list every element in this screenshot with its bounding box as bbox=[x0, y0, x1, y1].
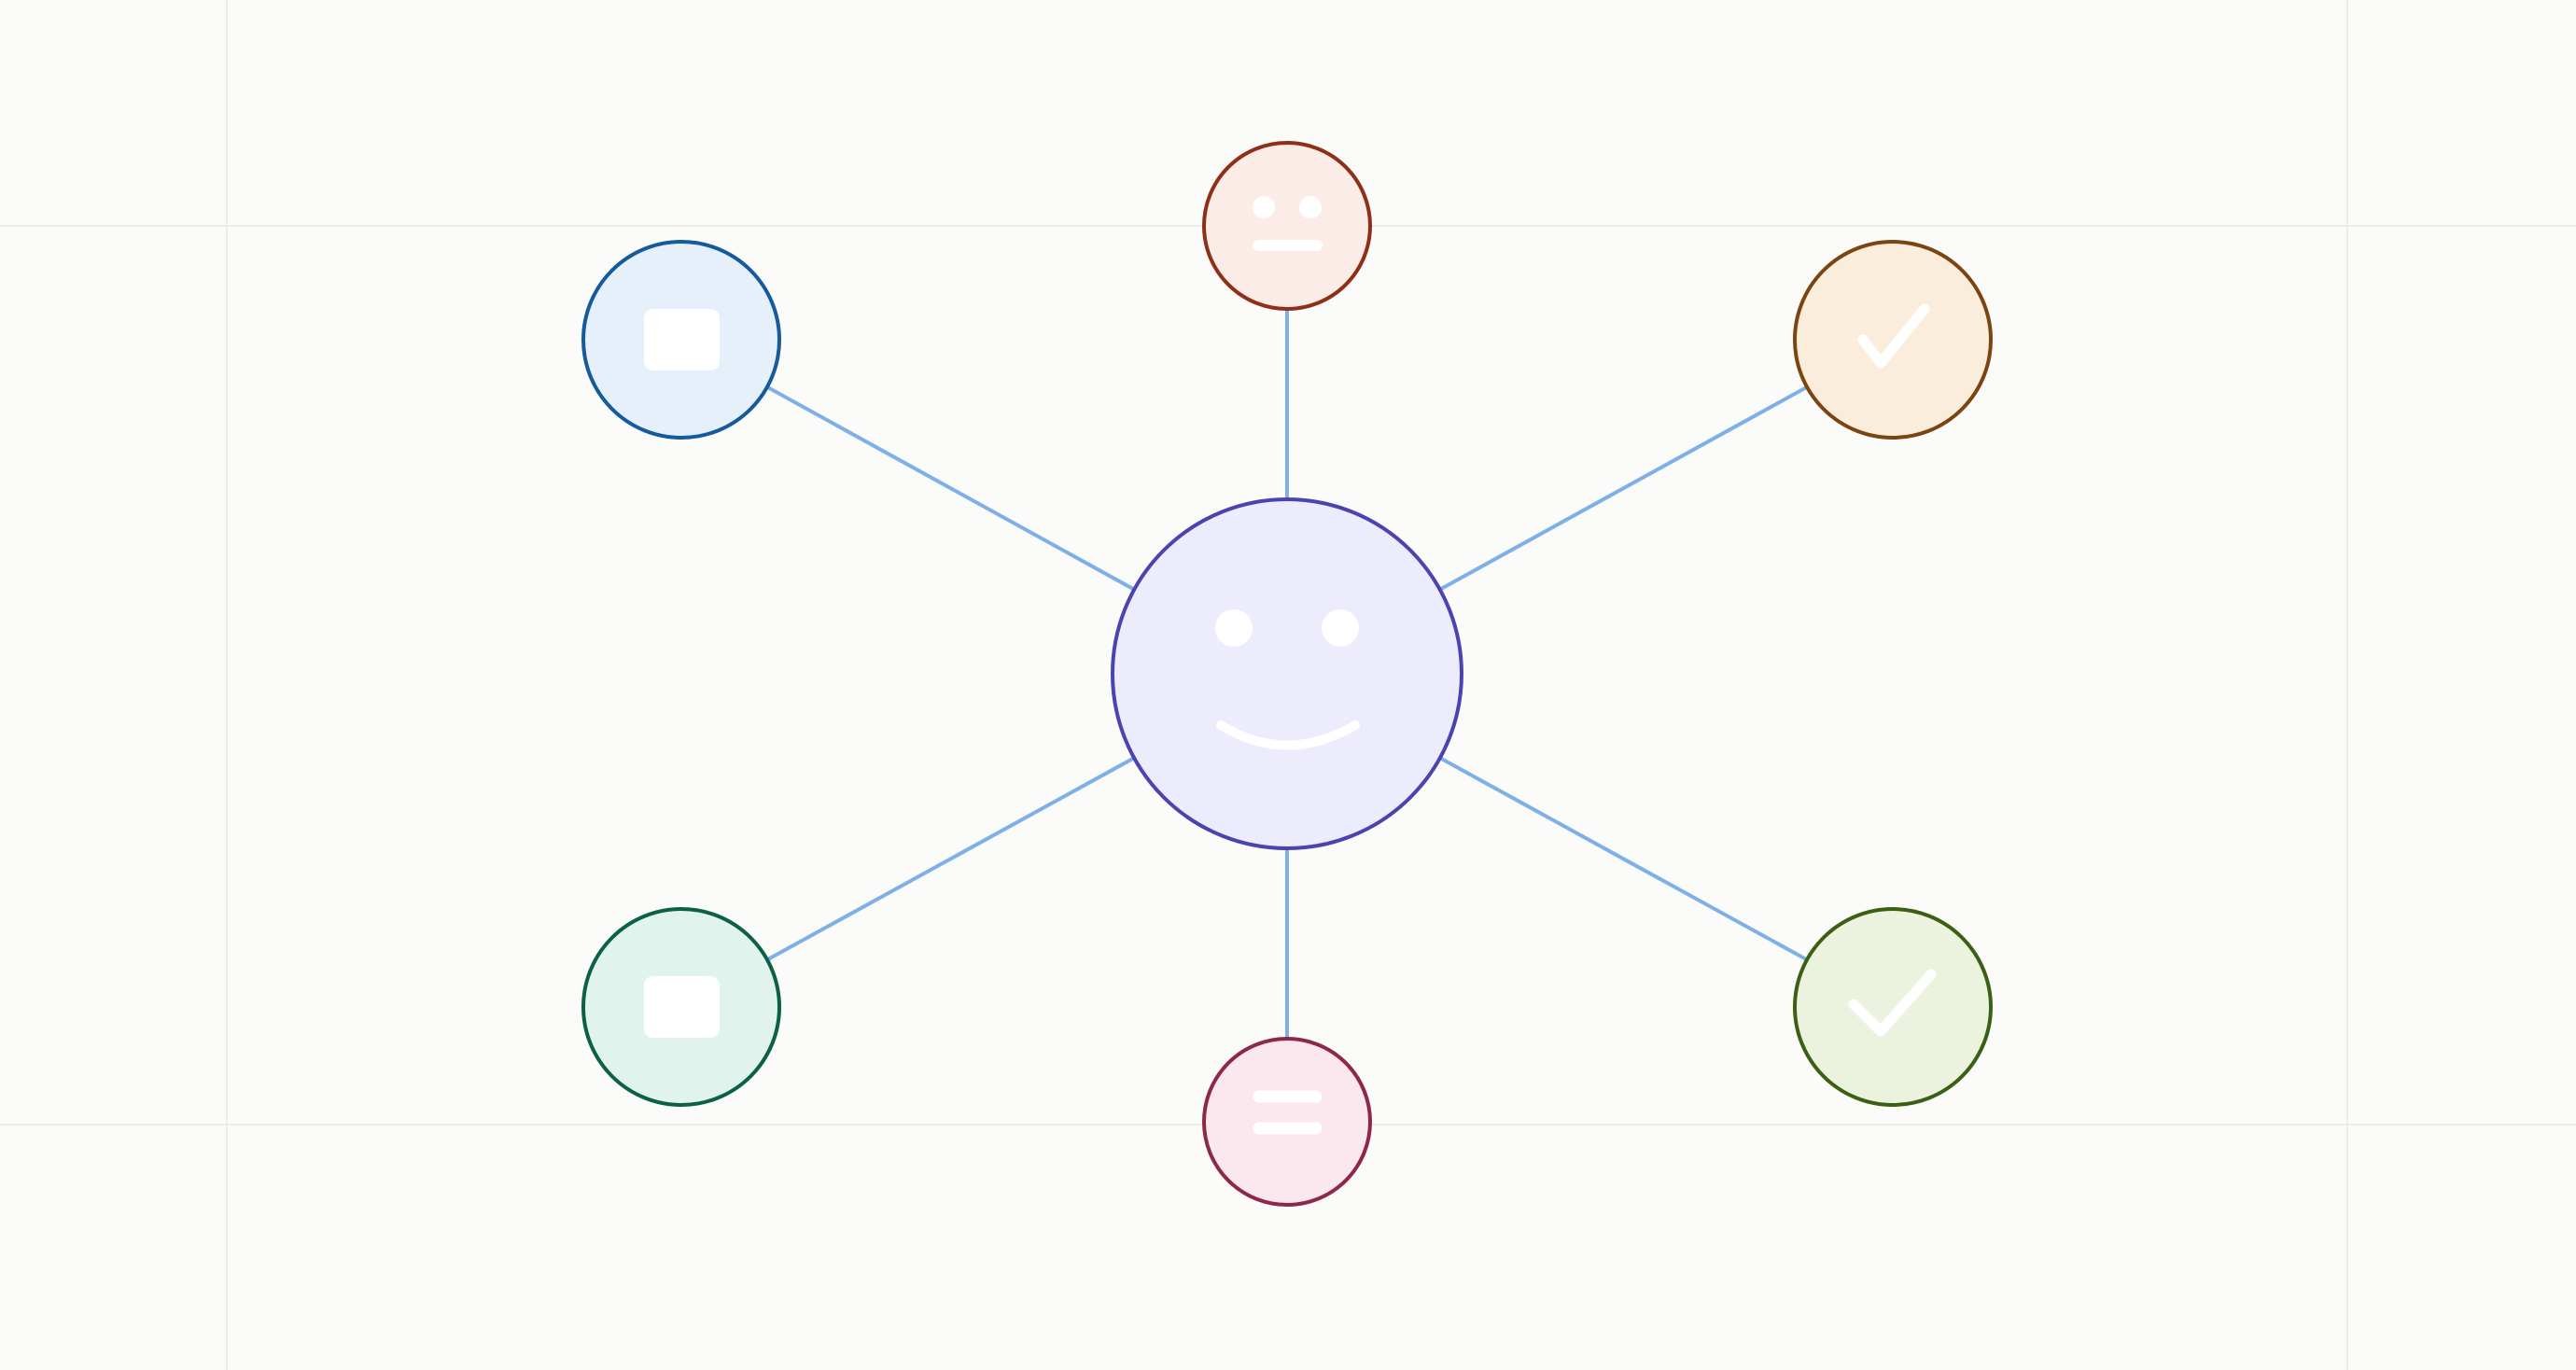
node-bottom-right[interactable] bbox=[1793, 907, 1993, 1107]
node-bottom-circle bbox=[1202, 1037, 1372, 1207]
smiley-face-icon bbox=[1215, 609, 1360, 750]
node-bottom-right-circle bbox=[1793, 907, 1993, 1107]
node-top-circle bbox=[1202, 141, 1372, 311]
rectangle-icon bbox=[644, 309, 720, 370]
rectangle-icon bbox=[644, 976, 720, 1038]
checkmark-icon bbox=[1848, 969, 1937, 1037]
hub-node[interactable] bbox=[1111, 497, 1463, 850]
node-bottom[interactable] bbox=[1202, 1037, 1372, 1207]
neutral-face-icon bbox=[1253, 196, 1323, 251]
node-top-right[interactable] bbox=[1793, 240, 1993, 440]
checkmark-icon bbox=[1857, 303, 1930, 369]
node-top-left[interactable] bbox=[581, 240, 781, 440]
hub-circle bbox=[1111, 497, 1463, 850]
two-lines-icon bbox=[1253, 1090, 1323, 1135]
node-top[interactable] bbox=[1202, 141, 1372, 311]
node-top-right-circle bbox=[1793, 240, 1993, 440]
node-bottom-left[interactable] bbox=[581, 907, 781, 1107]
